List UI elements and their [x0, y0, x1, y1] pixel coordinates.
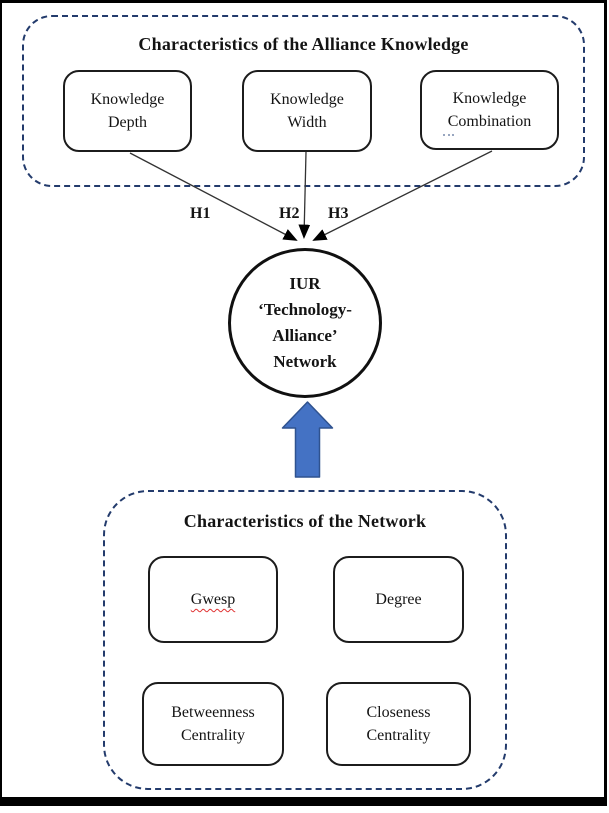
- alliance-group-title: Characteristics of the Alliance Knowledg…: [138, 34, 469, 54]
- h1-arrow-line: [129, 152, 298, 241]
- node-knowledge-combination: Knowledge Combination: [420, 70, 559, 150]
- node-label-line: Degree: [375, 590, 422, 608]
- node-label-line: Knowledge: [270, 90, 344, 108]
- node-betweenness-centrality: Betweenness Centrality: [142, 682, 284, 766]
- network-group-title: Characteristics of the Network: [183, 511, 427, 531]
- circle-label-line: Network: [273, 352, 337, 371]
- h3-arrow-line: [312, 150, 493, 241]
- block-arrow-up-icon: [281, 401, 334, 478]
- circle-label-line: ‘Technology-: [258, 300, 352, 319]
- hypothesis-label-h1: H1: [190, 205, 211, 222]
- node-degree: Degree: [333, 556, 464, 643]
- spellcheck-dots-marker: [443, 134, 454, 136]
- node-label-line: Knowledge: [90, 90, 165, 108]
- node-label-line: Gwesp: [190, 590, 236, 608]
- node-knowledge-depth: Knowledge Depth: [63, 70, 192, 152]
- hypothesis-label-h3: H3: [328, 205, 349, 222]
- node-gwesp: Gwesp: [148, 556, 278, 643]
- node-label-line: Knowledge: [452, 89, 527, 107]
- h2-arrow-line: [298, 151, 311, 239]
- node-label-line: Combination: [447, 113, 532, 130]
- circle-label-line: Alliance’: [272, 326, 338, 345]
- node-label-line: Centrality: [366, 727, 431, 744]
- circle-label-line: IUR: [289, 274, 321, 293]
- node-label-line: Width: [287, 114, 327, 131]
- node-iur-technology-alliance-network: IUR ‘Technology- Alliance’ Network: [228, 248, 382, 398]
- node-knowledge-width: Knowledge Width: [242, 70, 372, 152]
- alliance-knowledge-group: Characteristics of the Alliance Knowledg…: [22, 15, 585, 187]
- node-label-line: Closeness: [366, 703, 431, 721]
- node-label-line: Centrality: [181, 727, 245, 744]
- hypothesis-label-h2: H2: [279, 205, 300, 222]
- node-label-line: Depth: [107, 114, 148, 131]
- node-label-line: Betweenness: [171, 703, 255, 721]
- network-characteristics-group: Characteristics of the Network: [103, 490, 507, 790]
- node-closeness-centrality: Closeness Centrality: [326, 682, 471, 766]
